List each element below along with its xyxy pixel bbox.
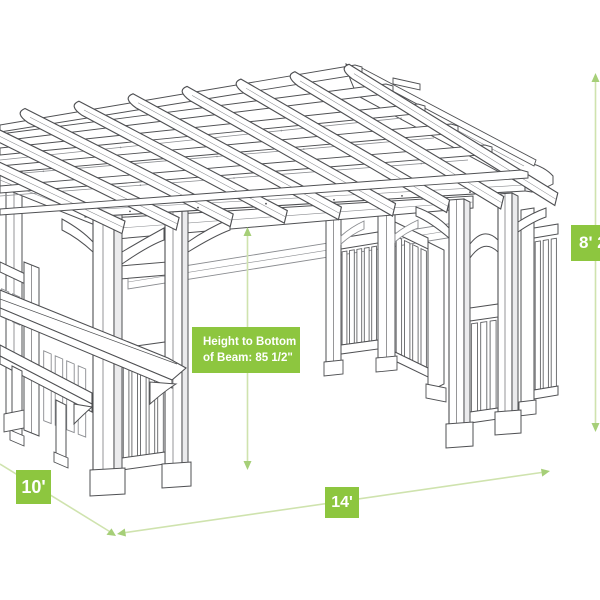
- middle-corner-panels: [323, 205, 447, 403]
- roof-front-purlin: [0, 169, 529, 216]
- arrow-right-icon: [541, 468, 550, 477]
- corner-braces: [61, 206, 547, 265]
- arrow-down-icon: [243, 461, 252, 470]
- beam-label-line1: Height to Bottom: [203, 336, 297, 348]
- arrow-left-icon: [117, 528, 126, 537]
- pergola-structure: [0, 63, 559, 497]
- arrow-up-icon: [243, 227, 252, 236]
- left-wall-and-shelf: [0, 165, 168, 469]
- front-right-post-unit: [445, 192, 522, 449]
- right-end-panel: [518, 207, 559, 417]
- dimension-label-width: 14': [325, 487, 359, 518]
- dimension-label-beam-height: Height to Bottom of Beam: 85 1/2": [192, 327, 300, 373]
- dimension-label-height: 8' 2": [571, 225, 600, 261]
- bar-counter: [0, 289, 187, 406]
- arrow-up-icon: [591, 73, 600, 82]
- beam-label-line2: of Beam: 85 1/2": [203, 352, 293, 364]
- arrow-down-icon: [591, 423, 600, 432]
- arrow-down-right-icon: [106, 528, 116, 536]
- dimension-label-depth: 10': [16, 470, 51, 504]
- front-left-post-unit: [89, 204, 192, 497]
